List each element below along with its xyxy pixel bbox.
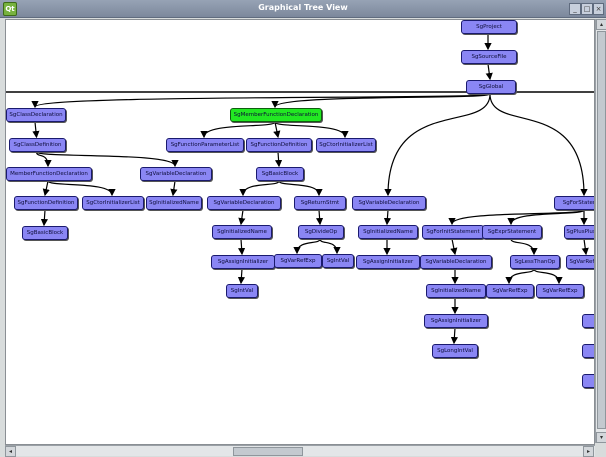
- tree-node-assigninit3[interactable]: SgAssignInitializer: [356, 255, 420, 269]
- tree-edge-classdecl-to-classdef: [32, 121, 40, 139]
- tree-node-partial1[interactable]: SgVa: [582, 314, 594, 328]
- tree-edge-forstmt-to-forinit: [448, 209, 585, 226]
- tree-edge-exprstmt-to-lessthanop: [510, 238, 538, 256]
- tree-node-funcparamlist[interactable]: SgFunctionParameterList: [166, 138, 244, 152]
- tree-edge-global-to-forstmt: [489, 93, 588, 197]
- tree-edge-basicblock2-to-returnstmt: [278, 180, 323, 197]
- window-title: Graphical Tree View: [258, 3, 348, 12]
- tree-node-initname1[interactable]: SgInitializedName: [146, 196, 202, 210]
- tree-edge-initname2-to-assigninit2: [238, 238, 246, 256]
- tree-node-basicblock2[interactable]: SgBasicBlock: [256, 167, 304, 181]
- tree-node-classdef[interactable]: SgClassDefinition: [9, 138, 66, 152]
- tree-node-forstmt[interactable]: SgForStatement: [554, 196, 594, 210]
- tree-node-initname2[interactable]: SgInitializedName: [212, 225, 272, 239]
- scroll-right-button[interactable]: ▸: [583, 446, 594, 457]
- tree-edge-funcdef1-to-basicblock1: [40, 209, 48, 227]
- scroll-down-button[interactable]: ▾: [596, 432, 606, 443]
- tree-edge-vardecl2-to-initname2: [238, 209, 246, 226]
- tree-edge-forinit-to-vardecl4: [450, 238, 458, 256]
- tree-edge-returnstmt-to-divideop: [315, 209, 324, 226]
- tree-node-intval_b[interactable]: SgIntVal: [322, 254, 354, 268]
- app-icon[interactable]: Qt: [3, 2, 17, 16]
- tree-node-lessthanop[interactable]: SgLessThanOp: [510, 255, 560, 269]
- close-button[interactable]: ×: [593, 3, 604, 15]
- tree-node-forinit[interactable]: SgForInitStatement: [422, 225, 484, 239]
- tree-edge-memberfuncdecl1-to-funcdef1: [42, 180, 50, 197]
- tree-node-vardecl3[interactable]: SgVariableDeclaration: [352, 196, 426, 210]
- tree-edge-global-to-vardecl3: [384, 93, 491, 197]
- title-bar[interactable]: Qt Graphical Tree View _ □ ×: [0, 0, 606, 18]
- tree-edge-classdef-to-vardecl1: [35, 151, 179, 168]
- tree-edge-assigninit4-to-longintval: [450, 327, 458, 345]
- tree-edge-sourcefile-to-global: [485, 63, 493, 81]
- horizontal-scroll-thumb[interactable]: [233, 447, 303, 456]
- tree-edge-forstmt-to-exprstmt: [507, 209, 585, 226]
- tree-node-partial2[interactable]: SgB: [582, 344, 594, 358]
- tree-node-project[interactable]: SgProject: [461, 20, 517, 34]
- tree-edge-memberfuncdecl2-to-funcdef2: [273, 121, 281, 139]
- tree-node-classdecl[interactable]: SgClassDeclaration: [6, 108, 66, 122]
- tree-edge-divideop-to-varrefexp_a: [293, 238, 321, 255]
- tree-node-basicblock1[interactable]: SgBasicBlock: [22, 226, 68, 240]
- scroll-left-button[interactable]: ◂: [5, 446, 16, 457]
- minimize-button[interactable]: _: [569, 3, 581, 15]
- tree-node-initname4[interactable]: SgInitializedName: [426, 284, 486, 298]
- tree-edge-plusplus-to-varrefexp_e: [581, 238, 589, 256]
- tree-node-funcdef2[interactable]: SgFunctionDefinition: [246, 138, 312, 152]
- tree-node-sourcefile[interactable]: SgSourceFile: [461, 50, 517, 64]
- tree-node-divideop[interactable]: SgDivideOp: [298, 225, 344, 239]
- tree-node-global[interactable]: SgGlobal: [466, 80, 516, 94]
- tree-node-partial3[interactable]: Sg: [582, 374, 594, 388]
- tree-node-memberfuncdecl2[interactable]: SgMemberFunctionDeclaration: [230, 108, 322, 122]
- tree-edge-assigninit2-to-intval2: [237, 268, 246, 285]
- vertical-scroll-thumb[interactable]: [597, 31, 606, 429]
- tree-node-vardecl4[interactable]: SgVariableDeclaration: [420, 255, 492, 269]
- tree-node-varrefexp_e[interactable]: SgVarRefExp: [566, 255, 594, 269]
- tree-edge-basicblock2-to-vardecl2: [239, 180, 280, 197]
- tree-edge-vardecl1-to-initname1: [170, 180, 178, 197]
- tree-node-vardecl1[interactable]: SgVariableDeclaration: [140, 167, 212, 181]
- tree-node-varrefexp_c[interactable]: SgVarRefExp: [486, 284, 534, 298]
- tree-node-assigninit4[interactable]: SgAssignInitializer: [424, 314, 488, 328]
- tree-node-exprstmt[interactable]: SgExprStatement: [482, 225, 542, 239]
- tree-edge-lessthanop-to-varrefexp_d: [533, 268, 563, 285]
- tree-node-initname3[interactable]: SgInitializedName: [358, 225, 418, 239]
- scroll-up-button[interactable]: ▴: [596, 19, 606, 30]
- tree-node-ctorinit2[interactable]: SgCtorInitializerList: [316, 138, 376, 152]
- tree-node-intval2[interactable]: SgIntVal: [226, 284, 258, 298]
- tree-edge-global-to-classdecl: [31, 93, 491, 109]
- tree-edge-vardecl3-to-initname3: [383, 209, 392, 226]
- tree-edge-classdef-to-memberfuncdecl1: [35, 151, 52, 168]
- tree-node-returnstmt[interactable]: SgReturnStmt: [294, 196, 346, 210]
- tree-edge-global-to-memberfuncdecl2: [271, 93, 491, 109]
- tree-node-varrefexp_d[interactable]: SgVarRefExp: [536, 284, 584, 298]
- tree-edge-funcdef2-to-basicblock2: [274, 151, 283, 168]
- tree-edge-memberfuncdecl2-to-ctorinit2: [274, 121, 349, 139]
- tree-node-ctorinit1[interactable]: SgCtorInitializerList: [82, 196, 144, 210]
- tree-edge-lessthanop-to-varrefexp_c: [505, 268, 535, 285]
- tree-node-longintval[interactable]: SgLongIntVal: [432, 344, 478, 358]
- tree-edge-memberfuncdecl2-to-funcparamlist: [200, 121, 276, 139]
- tree-edge-divideop-to-intval_b: [319, 238, 341, 255]
- tree-node-memberfuncdecl1[interactable]: MemberFunctionDeclaration: [6, 167, 92, 181]
- vertical-scrollbar[interactable]: ▴ ▾: [595, 19, 606, 443]
- tree-node-plusplus[interactable]: SgPlusPlusOp: [564, 225, 594, 239]
- tree-node-assigninit2[interactable]: SgAssignInitializer: [211, 255, 275, 269]
- maximize-button[interactable]: □: [581, 3, 593, 15]
- tree-edge-memberfuncdecl1-to-ctorinit1: [47, 180, 116, 197]
- tree-node-vardecl2[interactable]: SgVariableDeclaration: [207, 196, 281, 210]
- tree-node-funcdef1[interactable]: SgFunctionDefinition: [14, 196, 78, 210]
- horizontal-scrollbar[interactable]: ◂ ▸: [5, 445, 595, 457]
- tree-node-varrefexp_a[interactable]: SgVarRefExp: [274, 254, 322, 268]
